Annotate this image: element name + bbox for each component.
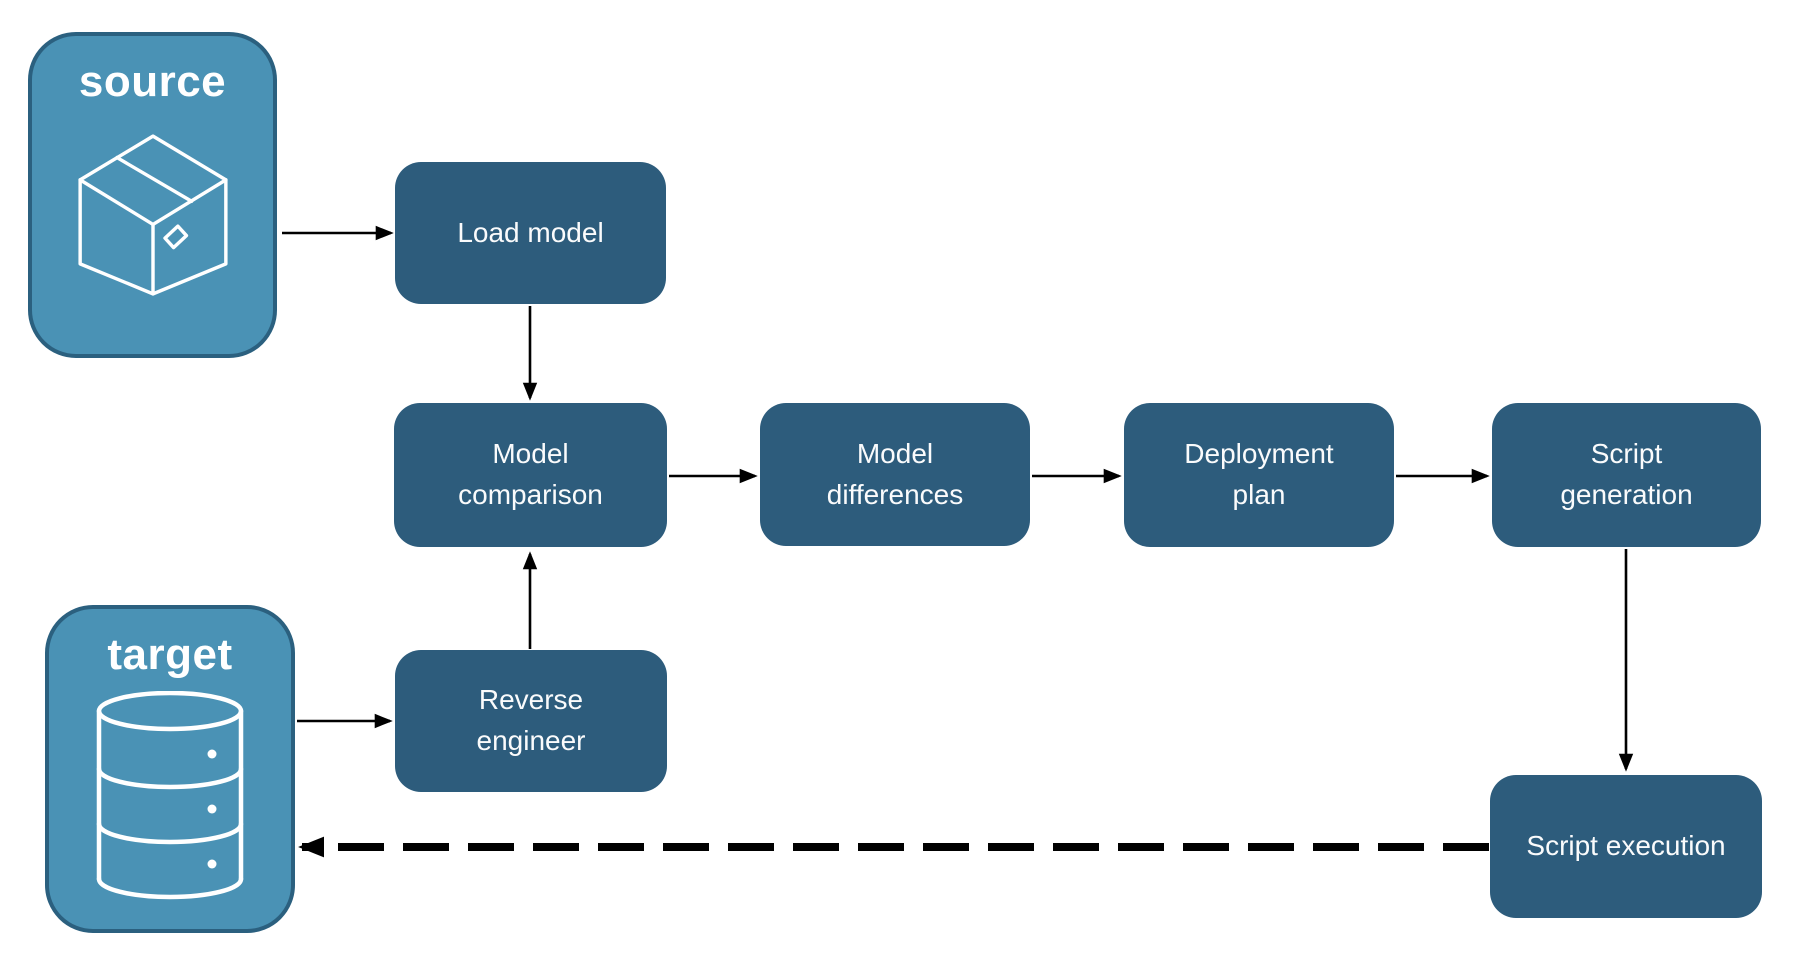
node-script-execution-label: Script execution	[1526, 830, 1726, 862]
node-load-model: Load model	[395, 162, 666, 304]
group-source: source	[28, 32, 277, 358]
node-reverse-engineer-label: Reverse engineer	[476, 684, 586, 756]
node-model-comparison-label: Model comparison	[458, 438, 603, 510]
group-target-label: target	[107, 630, 233, 679]
node-model-differences-label: Model differences	[826, 437, 964, 510]
node-deployment-plan-label: Deployment plan	[1184, 438, 1334, 510]
node-script-generation: Script generation	[1492, 403, 1761, 547]
node-model-comparison: Model comparison	[394, 403, 667, 547]
group-source-label: source	[78, 57, 227, 106]
node-deployment-plan: Deployment plan	[1124, 403, 1394, 547]
node-script-execution: Script execution	[1490, 775, 1762, 918]
node-model-differences: Model differences	[760, 403, 1030, 546]
group-target: target	[45, 605, 295, 933]
database-icon	[96, 691, 244, 900]
node-reverse-engineer: Reverse engineer	[395, 650, 667, 792]
node-script-generation-label: Script generation	[1560, 438, 1693, 510]
package-icon	[77, 134, 228, 296]
node-load-model-label: Load model	[457, 216, 604, 248]
